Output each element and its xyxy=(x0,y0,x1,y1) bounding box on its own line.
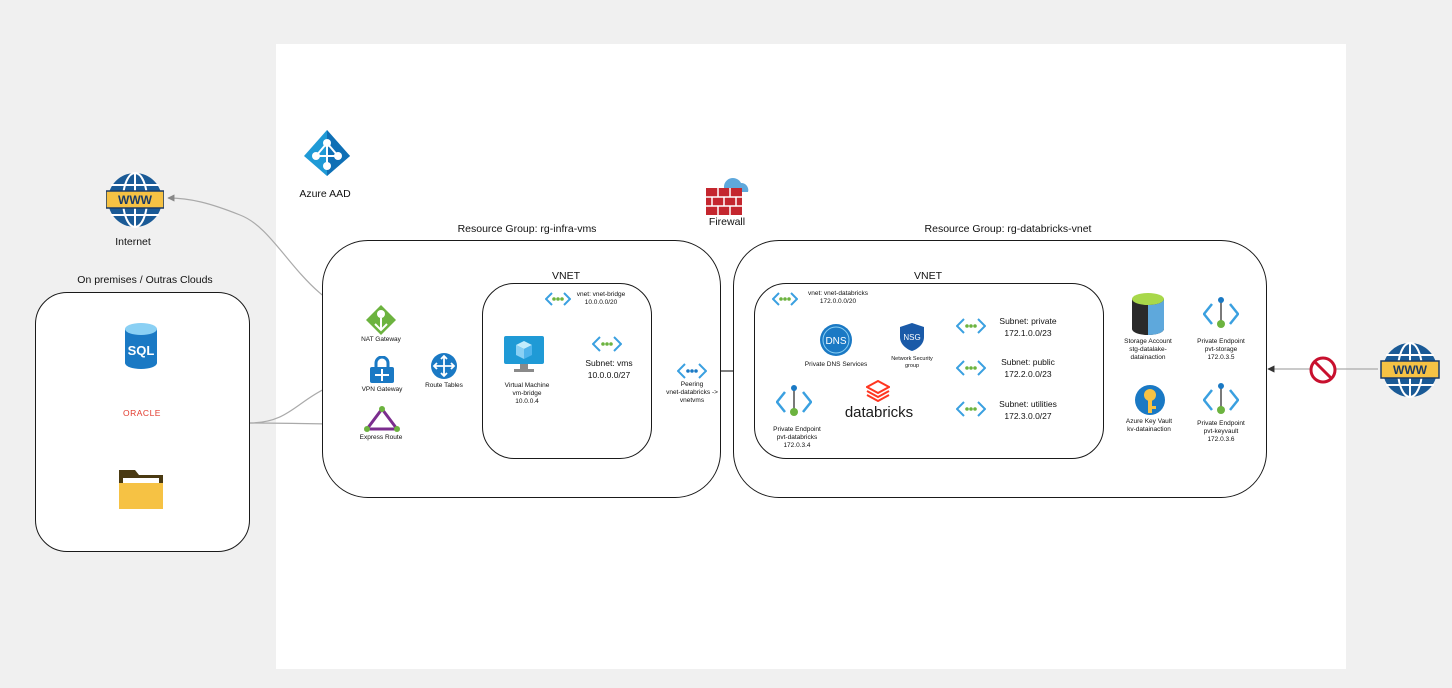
nsg-label-line2: group xyxy=(904,363,920,369)
peering-label-line2: vnet-databricks -> xyxy=(666,389,718,396)
rg-databricks-title: Resource Group: rg-databricks-vnet xyxy=(924,223,1092,235)
firewall-icon xyxy=(706,178,749,215)
virtual-machine-icon xyxy=(504,336,544,372)
vnet-bridge-cidr: 10.0.0.0/20 xyxy=(584,299,618,306)
vnet-bridge-name: vnet: vnet-bridge xyxy=(576,291,626,298)
svg-text:WWW: WWW xyxy=(1393,363,1428,377)
subnet-utilities-icon xyxy=(956,401,986,417)
storage-label-line3: datainaction xyxy=(1130,354,1166,361)
databricks-logo-icon xyxy=(866,380,890,402)
onprem-title: On premises / Outras Clouds xyxy=(77,274,213,286)
vpn-gateway-label: VPN Gateway xyxy=(361,386,403,393)
vnet-bridge-icon xyxy=(545,292,571,306)
pe-keyvault-line2: pvt-keyvault xyxy=(1203,428,1239,435)
subnet-utilities-name: Subnet: utilities xyxy=(999,399,1057,409)
subnet-vms-name: Subnet: vms xyxy=(585,358,633,368)
express-route-icon xyxy=(364,406,400,432)
firewall-label: Firewall xyxy=(708,216,746,228)
blocked-access-icon xyxy=(1309,356,1337,384)
private-dns-icon: DNS xyxy=(820,324,852,356)
pe-databricks-line1: Private Endpoint xyxy=(773,426,821,433)
peering-icon xyxy=(677,362,707,380)
oracle-logo: ORACLE xyxy=(123,408,161,418)
peering-label-line3: vnetvms xyxy=(679,397,705,404)
subnet-public-cidr: 172.2.0.0/23 xyxy=(1004,369,1052,379)
subnet-private-icon xyxy=(956,318,986,334)
vnet-databricks-name: vnet: vnet-databricks xyxy=(808,290,868,297)
sql-database-icon: SQL xyxy=(125,323,157,369)
pe-storage-line2: pvt-storage xyxy=(1204,346,1238,353)
vpn-gateway-icon xyxy=(370,356,394,383)
subnet-private-cidr: 172.1.0.0/23 xyxy=(1004,328,1052,338)
peering-label-line1: Peering xyxy=(680,381,704,388)
pe-keyvault-icon xyxy=(1203,383,1239,414)
private-dns-label: Private DNS Services xyxy=(804,361,868,368)
subnet-public-icon xyxy=(956,360,986,376)
azure-ad-icon xyxy=(304,130,350,176)
vnet-databricks-cidr: 172.0.0.0/20 xyxy=(819,298,857,305)
keyvault-label-line2: kv-datainaction xyxy=(1127,426,1171,433)
internet-globe-icon: WWW xyxy=(106,172,164,228)
vnet-databricks-title: VNET xyxy=(913,270,942,282)
pe-databricks-line3: 172.0.3.4 xyxy=(783,442,811,449)
pe-keyvault-line3: 172.0.3.6 xyxy=(1207,436,1235,443)
vnet-bridge-title: VNET xyxy=(551,270,580,282)
nat-gateway-icon xyxy=(366,305,396,335)
svg-text:DNS: DNS xyxy=(825,336,846,347)
pe-storage-icon xyxy=(1203,297,1239,328)
nsg-shield-icon: NSG xyxy=(900,323,924,351)
storage-label-line1: Storage Account xyxy=(1124,338,1172,345)
pe-databricks-icon xyxy=(776,385,812,416)
svg-text:NSG: NSG xyxy=(903,333,920,342)
subnet-vms-cidr: 10.0.0.0/27 xyxy=(587,370,631,380)
vnet-databricks-icon xyxy=(772,292,798,306)
storage-label-line2: stg-datalake- xyxy=(1129,346,1167,353)
vnet-bridge-group xyxy=(482,283,652,459)
route-tables-label: Route Tables xyxy=(425,382,463,389)
keyvault-label-line1: Azure Key Vault xyxy=(1125,418,1173,425)
subnet-public-name: Subnet: public xyxy=(1001,357,1055,367)
vm-label-line2: vm-bridge xyxy=(512,390,542,397)
internet-label: Internet xyxy=(115,236,151,248)
vm-label-line1: Virtual Machine xyxy=(504,382,550,389)
pe-storage-line1: Private Endpoint xyxy=(1197,338,1245,345)
pe-storage-line3: 172.0.3.5 xyxy=(1207,354,1235,361)
rg-infra-title: Resource Group: rg-infra-vms xyxy=(457,223,597,235)
route-tables-icon xyxy=(431,353,457,379)
svg-text:SQL: SQL xyxy=(128,343,155,358)
pe-databricks-line2: pvt-databricks xyxy=(776,434,818,441)
subnet-private-name: Subnet: private xyxy=(999,316,1057,326)
nsg-label-line1: Network Security xyxy=(891,356,933,362)
express-route-label: Express Route xyxy=(359,434,403,441)
azure-ad-label: Azure AAD xyxy=(299,188,351,200)
subnet-utilities-cidr: 172.3.0.0/27 xyxy=(1004,411,1052,421)
key-vault-icon xyxy=(1135,385,1165,415)
storage-account-icon xyxy=(1132,293,1164,335)
subnet-vms-icon xyxy=(592,336,622,352)
vnet-databricks-group xyxy=(754,283,1104,459)
svg-text:WWW: WWW xyxy=(118,193,153,207)
folder-icon xyxy=(119,470,163,509)
external-internet-globe-icon: WWW xyxy=(1380,342,1440,398)
nat-gateway-label: NAT Gateway xyxy=(361,336,401,343)
databricks-wordmark: databricks xyxy=(844,404,914,421)
vm-label-line3: 10.0.0.4 xyxy=(515,398,539,405)
pe-keyvault-line1: Private Endpoint xyxy=(1197,420,1245,427)
